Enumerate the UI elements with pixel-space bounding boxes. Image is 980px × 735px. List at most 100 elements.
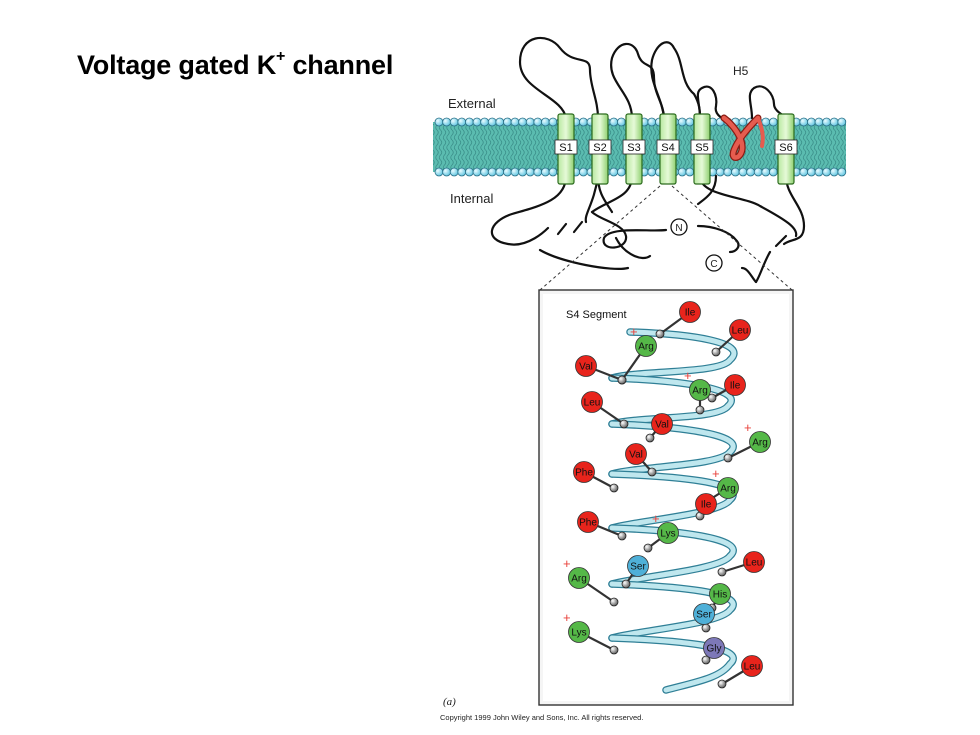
- zoom-lines: [539, 185, 793, 291]
- lipid-head: [495, 167, 505, 177]
- residue-ball: [581, 391, 603, 413]
- lipid-head: [761, 167, 771, 177]
- positive-charge-mark: +: [563, 556, 571, 571]
- lipid-head: [487, 167, 497, 177]
- alpha-carbon: [701, 623, 711, 633]
- lipid-head: [510, 117, 520, 127]
- lipid-head: [464, 117, 474, 127]
- lipid-head: [647, 117, 657, 127]
- residue-phe: Phe: [573, 461, 619, 493]
- alpha-carbon: [695, 405, 705, 415]
- lipid-head: [502, 167, 512, 177]
- positive-charge-mark: +: [712, 466, 720, 481]
- residue-ile: Ile: [655, 301, 701, 339]
- residue-ball: [573, 461, 595, 483]
- residue-label: Arg: [571, 574, 587, 585]
- panel-label: (a): [443, 696, 456, 708]
- lipid-head: [480, 167, 490, 177]
- residue-ball: [689, 379, 711, 401]
- positive-charge-mark: +: [652, 511, 660, 526]
- residue-val: Val: [625, 443, 657, 477]
- lipid-head: [518, 167, 527, 177]
- helix-s3: S3: [622, 113, 646, 185]
- lipid-head: [677, 117, 687, 127]
- lipid-head: [495, 117, 505, 127]
- copyright-notice: Copyright 1999 John Wiley and Sons, Inc.…: [440, 713, 643, 722]
- residue-ball: [625, 443, 647, 465]
- c-terminus: C: [705, 254, 723, 272]
- helix-label-s6: S6: [779, 142, 792, 154]
- lipid-head: [761, 117, 771, 127]
- residue-arg: Arg+: [723, 420, 771, 463]
- lipid-head: [814, 117, 824, 127]
- residue-label: Leu: [732, 326, 749, 337]
- residue-ball: [568, 567, 590, 589]
- lipid-head: [502, 117, 512, 127]
- residue-phe: Phe: [577, 511, 627, 541]
- lipid-head: [617, 117, 626, 127]
- lipid-head: [647, 167, 657, 177]
- helix-label-s3: S3: [627, 142, 640, 154]
- lipid-head: [472, 117, 482, 127]
- residue-label: Ser: [696, 610, 712, 621]
- lipid-head: [525, 117, 535, 127]
- residue-ball: [709, 583, 731, 605]
- alpha-carbon: [717, 679, 727, 689]
- residue-ball: [693, 603, 715, 625]
- residue-label: Arg: [638, 342, 654, 353]
- lipid-head: [746, 167, 755, 177]
- residue-ball: [729, 319, 751, 341]
- alpha-carbon: [609, 645, 619, 655]
- residue-label: Arg: [692, 386, 708, 397]
- residue-ball: [657, 522, 679, 544]
- lipid-head: [442, 167, 452, 177]
- lipid-head: [464, 167, 474, 177]
- lipid-head: [617, 167, 626, 177]
- residue-ball: [568, 621, 590, 643]
- positive-charge-mark: +: [563, 610, 571, 625]
- lipid-head: [541, 117, 550, 127]
- helix-s6: S6: [774, 113, 798, 185]
- lipid-head: [731, 167, 740, 177]
- residue-label: Val: [629, 450, 643, 461]
- residue-label: Leu: [584, 398, 601, 409]
- residue-ball: [651, 413, 673, 435]
- residue-label: His: [713, 590, 727, 601]
- helix-label-s4: S4: [661, 142, 674, 154]
- title-text: Voltage gated K: [77, 50, 277, 80]
- residue-ball: [724, 374, 746, 396]
- lipid-head: [518, 117, 527, 127]
- residue-ball: [749, 431, 771, 453]
- lipid-head: [533, 167, 543, 177]
- alpha-carbon: [647, 467, 657, 477]
- lipid-head: [814, 167, 824, 177]
- external-label: External: [448, 96, 496, 111]
- alpha-carbon: [711, 347, 721, 357]
- h5-pore-loop: [720, 114, 765, 161]
- internal-label: Internal: [450, 191, 493, 206]
- residue-leu: Leu: [717, 655, 763, 689]
- residue-lys: Lys+: [563, 610, 619, 655]
- title-superscript: +: [276, 48, 286, 65]
- lipid-head: [457, 117, 467, 127]
- helix-turn: [609, 581, 736, 641]
- residue-ball: [575, 355, 597, 377]
- lipid-head: [753, 167, 763, 177]
- lipid-head: [685, 167, 695, 177]
- lipid-head: [434, 167, 444, 177]
- residue-ball: [717, 477, 739, 499]
- positive-charge-mark: +: [684, 368, 692, 383]
- residue-ball: [743, 551, 765, 573]
- lipid-head: [807, 167, 816, 177]
- helix-turn: [609, 375, 734, 427]
- alpha-carbon: [701, 655, 711, 665]
- title-text-rest: channel: [285, 50, 394, 80]
- residue-ball: [703, 637, 725, 659]
- lipid-head: [449, 167, 459, 177]
- h5-label: H5: [733, 64, 749, 78]
- lipid-head: [472, 167, 482, 177]
- residue-ball: [627, 555, 649, 577]
- lipid-head: [769, 167, 778, 177]
- alpha-carbon: [645, 433, 655, 443]
- residue-label: Ser: [630, 562, 646, 573]
